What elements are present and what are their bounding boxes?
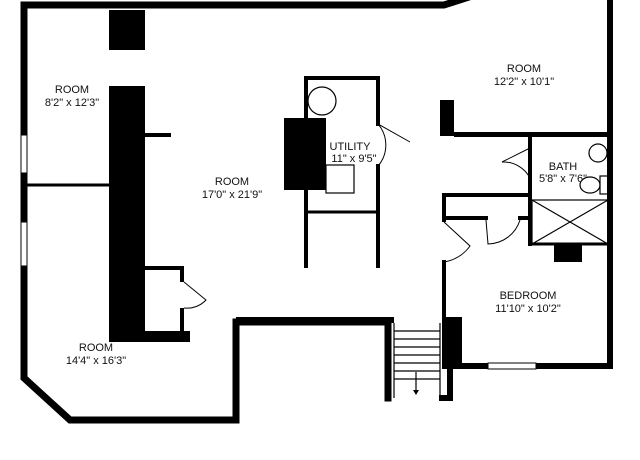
stairs-arrow-icon — [413, 390, 419, 395]
room-label-name: ROOM — [215, 176, 249, 188]
bedroom-door[interactable] — [443, 221, 471, 263]
room-label-dims: 12'2" x 10'1" — [494, 76, 554, 88]
bedroom-label-name: BEDROOM — [500, 290, 557, 302]
utility-label-dims: 11" x 9'5" — [331, 153, 376, 165]
bath-door[interactable] — [501, 147, 531, 179]
closet-door-bedroom[interactable] — [485, 219, 521, 245]
room-label-dims: 8'2" x 12'3" — [45, 97, 99, 109]
bath-label-dims: 5'8" x 7'6" — [539, 173, 587, 185]
doors — [183, 219, 521, 309]
closet-door[interactable] — [183, 281, 207, 309]
bath-label-name: BATH — [549, 161, 578, 173]
room-label-name: ROOM — [79, 342, 113, 354]
bath-fixtures — [501, 141, 611, 245]
utility-closet — [304, 76, 411, 268]
room-label-name: ROOM — [55, 84, 89, 96]
window — [20, 221, 28, 267]
furnace-icon — [325, 164, 355, 194]
room-label-dims: 17'0" x 21'9" — [202, 189, 262, 201]
sink-icon — [588, 143, 608, 163]
windows — [20, 134, 537, 370]
window — [487, 362, 537, 370]
water-heater-icon — [307, 86, 337, 116]
utility-label-name: UTILITY — [330, 141, 372, 153]
utility-door[interactable] — [377, 123, 411, 167]
stairs — [393, 323, 441, 398]
shower-icon — [531, 199, 609, 245]
bedroom-label-dims: 11'10" x 10'2" — [495, 303, 561, 315]
window — [20, 134, 28, 174]
room-label-dims: 14'4" x 16'3" — [66, 355, 126, 367]
room-label-name: ROOM — [507, 63, 541, 75]
